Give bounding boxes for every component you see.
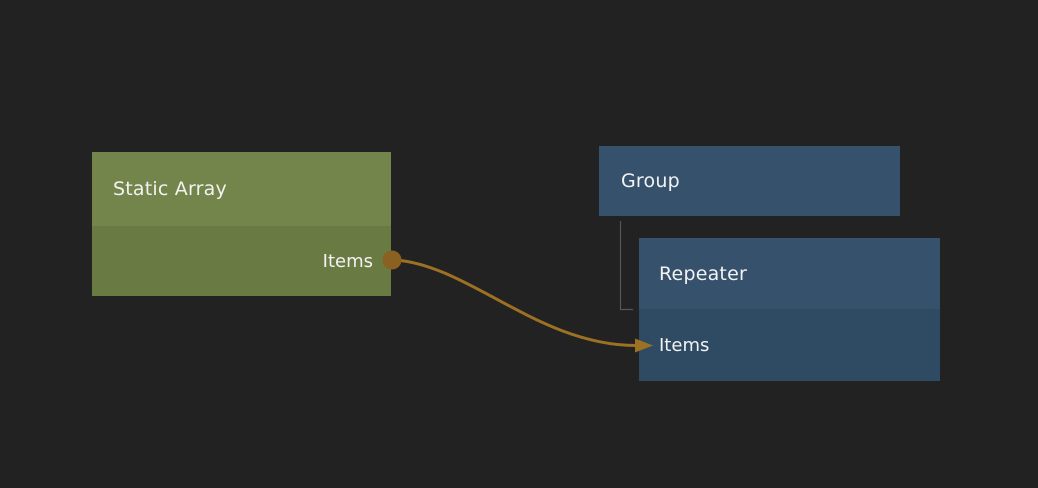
node-group-title: Group — [621, 170, 680, 192]
node-static-array[interactable]: Static Array Items — [92, 152, 391, 296]
node-group-header[interactable]: Group — [599, 146, 900, 216]
node-group[interactable]: Group — [599, 146, 900, 216]
output-port-label-items: Items — [322, 250, 373, 272]
group-repeater-hierarchy-line — [619, 221, 633, 311]
node-static-array-header[interactable]: Static Array — [92, 152, 391, 226]
input-port-label-items: Items — [659, 334, 710, 356]
node-repeater[interactable]: Repeater Items — [639, 238, 940, 381]
node-repeater-body: Items — [639, 309, 940, 381]
node-repeater-title: Repeater — [659, 262, 747, 285]
input-port-row: Items — [639, 309, 940, 381]
output-port-row: Items — [92, 226, 391, 296]
items-connection-wire[interactable] — [394, 258, 639, 348]
node-static-array-body: Items — [92, 226, 391, 296]
node-repeater-header[interactable]: Repeater — [639, 238, 940, 309]
node-static-array-title: Static Array — [113, 178, 227, 200]
